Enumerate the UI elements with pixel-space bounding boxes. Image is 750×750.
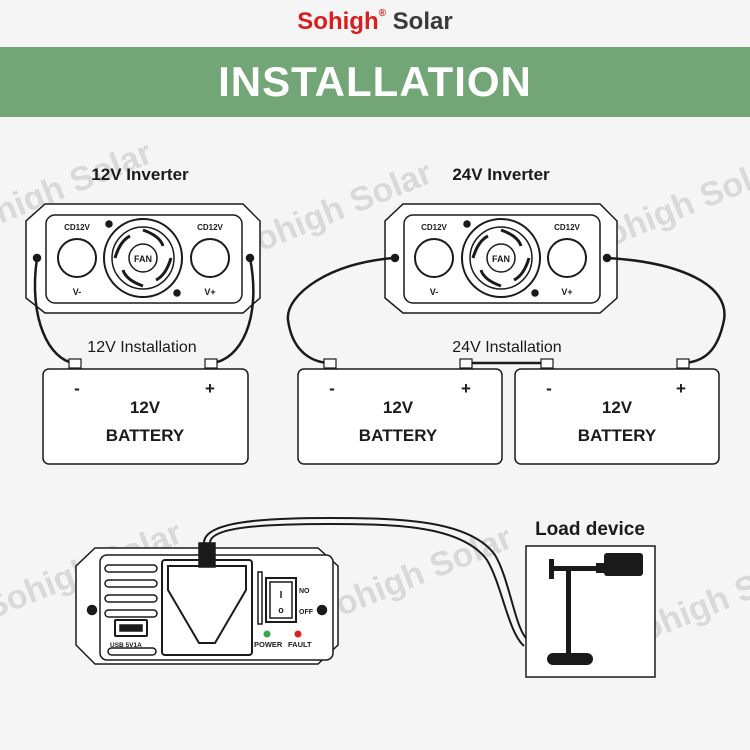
inverter-12v <box>25 203 261 314</box>
installation-label-12v: 12V Installation <box>87 339 196 356</box>
battery-label: BATTERY <box>106 426 185 445</box>
neg-label: V- <box>73 287 82 297</box>
inverter-24v-title: 24V Inverter <box>452 165 550 184</box>
battery-12v: - + 12V BATTERY <box>42 358 249 465</box>
switch-on-label: NO <box>299 588 310 595</box>
inverter-front-panel <box>75 542 339 665</box>
fault-label: FAULT <box>288 640 312 649</box>
fan-blades-24v <box>471 228 531 288</box>
usb-label: USB 5V1A <box>110 642 142 649</box>
power-led <box>263 630 271 638</box>
battery-pos: + <box>676 379 686 398</box>
load-device-title: Load device <box>535 519 645 540</box>
inverter-24v <box>384 203 618 314</box>
fan-label: FAN <box>134 254 152 264</box>
power-label: POWER <box>254 640 283 649</box>
pos-label: V+ <box>561 287 572 297</box>
battery-pos: + <box>205 379 215 398</box>
battery-pos: + <box>461 379 471 398</box>
page-title: INSTALLATION <box>218 58 532 105</box>
terminal-label: CD12V <box>64 223 90 232</box>
battery-neg: - <box>546 379 552 398</box>
switch-off-symbol: o <box>278 605 284 615</box>
battery-24v-b: - + 12V BATTERY <box>514 358 720 465</box>
brand-name: Sohigh <box>297 8 379 35</box>
switch-on-symbol: I <box>280 590 283 601</box>
brand-suffix: Solar <box>392 8 453 35</box>
inverter-12v-title: 12V Inverter <box>91 165 189 184</box>
battery-label: BATTERY <box>359 426 438 445</box>
cables-24v <box>286 256 726 365</box>
terminal-label: CD12V <box>197 223 223 232</box>
output-cable <box>203 516 529 647</box>
fan-blades-12v <box>113 228 173 288</box>
installation-label-24v: 24V Installation <box>452 339 561 356</box>
battery-label: BATTERY <box>578 426 657 445</box>
fault-led <box>294 630 302 638</box>
pos-label: V+ <box>204 287 215 297</box>
battery-voltage: 12V <box>383 398 414 417</box>
terminal-label: CD12V <box>421 223 447 232</box>
brand-logo: Sohigh® Solar <box>0 8 750 36</box>
reg-mark: ® <box>378 8 386 19</box>
battery-neg: - <box>329 379 335 398</box>
terminal-label: CD12V <box>554 223 580 232</box>
title-banner <box>0 47 750 117</box>
neg-label: V- <box>430 287 439 297</box>
switch-off-label: OFF <box>299 609 314 616</box>
battery-voltage: 12V <box>602 398 633 417</box>
battery-24v-a: - + 12V BATTERY <box>297 358 503 465</box>
watermark: Sohigh Solar <box>309 519 518 633</box>
cables-12v <box>33 257 255 365</box>
load-device <box>525 545 656 678</box>
battery-voltage: 12V <box>130 398 161 417</box>
fan-label: FAN <box>492 254 510 264</box>
battery-neg: - <box>74 379 80 398</box>
